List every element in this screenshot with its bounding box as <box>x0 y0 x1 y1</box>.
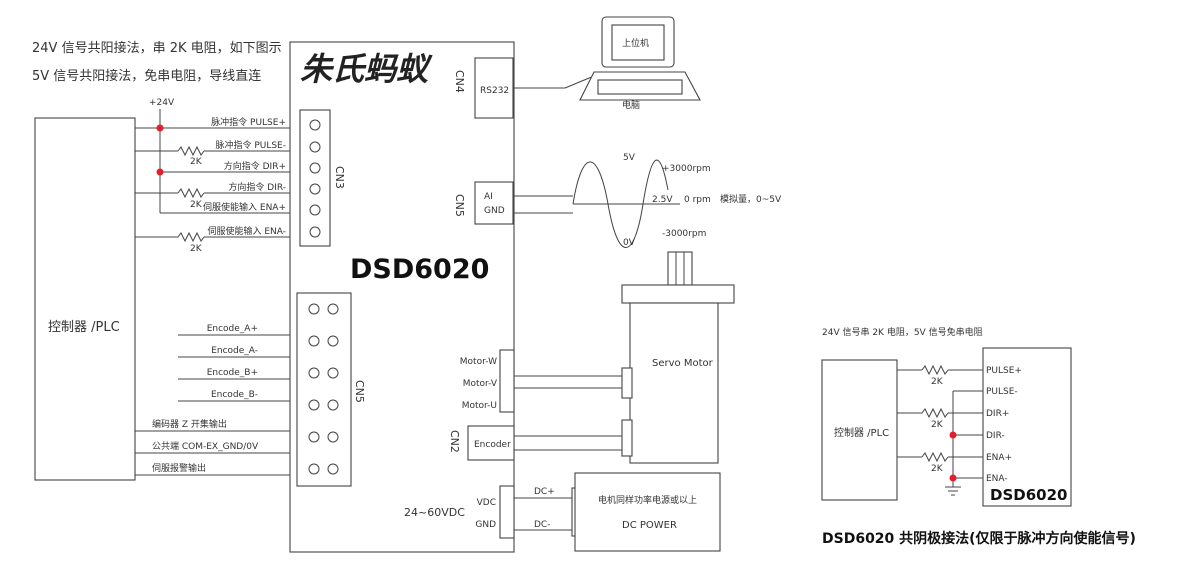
junction-dot <box>156 124 164 132</box>
cn3-signal-label: 脉冲指令 PULSE- <box>215 139 286 151</box>
pc-label: 电脑 <box>622 99 640 111</box>
inset-caption: DSD6020 共阴极接法(仅限于脉冲方向使能信号) <box>822 530 1136 547</box>
cn3-pins <box>309 119 321 238</box>
analog-pin-ai: AI <box>484 192 493 202</box>
inset-controller-box <box>821 359 898 501</box>
cn5-encoder-name: CN5 <box>353 380 366 403</box>
cn5-encoder-pins <box>308 303 339 475</box>
motor-phase-label: Motor-V <box>463 379 498 389</box>
controller-box <box>34 117 136 481</box>
dc-plus-label: DC+ <box>534 487 555 497</box>
note-5v: 5V 信号共阳接法，免串电阻，导线直连 <box>32 68 261 84</box>
note-24v: 24V 信号共阳接法，串 2K 电阻，如下图示 <box>32 40 282 56</box>
motor-phase-label: Motor-W <box>460 357 497 367</box>
junction-dot <box>949 474 957 482</box>
resistor-label: 2K <box>190 200 203 210</box>
power-label: DC POWER <box>622 520 677 531</box>
gnd-label: GND <box>475 520 496 530</box>
voltage-mid-label: 2.5V <box>652 195 673 205</box>
analog-range-label: 模拟量，0~5V <box>720 193 782 205</box>
cn5-encoder-wiring <box>135 334 290 476</box>
cn3-name: CN3 <box>333 166 346 189</box>
inset-note: 24V 信号串 2K 电阻，5V 信号免串电阻 <box>822 326 983 338</box>
cn3-wiring <box>135 124 290 243</box>
cn2-connector <box>467 425 515 461</box>
voltage-high-label: 5V <box>623 153 636 163</box>
analog-sine-wave <box>572 159 669 248</box>
inset-controller-label: 控制器 /PLC <box>834 426 889 439</box>
brand-logo: 朱氏蚂蚁 <box>300 50 433 88</box>
supply-label: +24V <box>149 98 175 108</box>
inset-wiring <box>897 364 983 496</box>
cn2-label: Encoder <box>474 440 511 450</box>
cn5-encoder-connector <box>296 292 352 487</box>
inset-driver-model: DSD6020 <box>990 486 1067 504</box>
cn4-port-label: RS232 <box>480 86 509 96</box>
inset-resistor-label: 2K <box>931 377 944 387</box>
inset-signal-label: DIR+ <box>986 409 1009 419</box>
inset-resistor-label: 2K <box>931 464 944 474</box>
vdc-label: VDC <box>477 498 496 508</box>
resistor-label: 2K <box>190 244 203 254</box>
rs232-cable <box>564 75 595 89</box>
analog-pin-gnd: GND <box>484 206 505 216</box>
motor-label: Servo Motor <box>652 358 714 369</box>
rpm-mid-label: 0 rpm <box>684 195 711 205</box>
rpm-low-label: -3000rpm <box>662 229 706 239</box>
junction-dot <box>949 431 957 439</box>
resistor-label: 2K <box>190 157 203 167</box>
voltage-range-label: 24~60VDC <box>404 506 465 519</box>
laptop-icon <box>579 16 701 101</box>
inset-signal-label: PULSE+ <box>986 366 1022 376</box>
encoder-signal-label: Encode_A+ <box>207 324 258 334</box>
encoder-signal-label: Encode_B+ <box>207 368 258 378</box>
cn3-signal-label: 方向指令 DIR- <box>228 181 286 193</box>
inset-signal-label: ENA- <box>986 474 1008 484</box>
inset-signal-label: DIR- <box>986 431 1005 441</box>
cn3-signal-label: 伺服使能输入 ENA+ <box>203 201 286 213</box>
servo-motor <box>621 251 735 464</box>
junction-dot <box>156 168 164 176</box>
cn3-connector <box>299 109 331 247</box>
cn5-analog-connector <box>474 181 514 225</box>
encoder-signal-label: 编码器 Z 开集输出 <box>152 418 227 430</box>
rpm-high-label: +3000rpm <box>662 164 711 174</box>
power-supply-box <box>574 472 721 552</box>
power-desc: 电机同样功率电源或以上 <box>598 494 697 506</box>
inset-signal-label: ENA+ <box>986 453 1012 463</box>
cn3-signal-label: 脉冲指令 PULSE+ <box>211 116 286 128</box>
controller-label: 控制器 /PLC <box>48 320 120 335</box>
motor-terminal-block <box>499 349 515 413</box>
voltage-low-label: 0V <box>623 238 636 248</box>
inset-resistor-label: 2K <box>931 420 944 430</box>
cn2-name: CN2 <box>448 430 461 453</box>
inset-driver-box <box>982 347 1072 507</box>
cn5-analog-name: CN5 <box>453 194 466 217</box>
pc-screen-label: 上位机 <box>622 37 649 49</box>
encoder-signal-label: 公共端 COM-EX_GND/0V <box>152 440 259 452</box>
motor-phase-label: Motor-U <box>462 401 497 411</box>
inset-signal-label: PULSE- <box>986 387 1018 397</box>
cn3-signal-label: 方向指令 DIR+ <box>224 160 286 172</box>
encoder-signal-label: Encode_B- <box>211 390 258 400</box>
driver-model: DSD6020 <box>350 254 489 285</box>
encoder-signal-label: Encode_A- <box>211 346 258 356</box>
dc-minus-label: DC- <box>534 520 550 530</box>
cn4-name: CN4 <box>453 70 466 93</box>
encoder-signal-label: 伺服报警输出 <box>152 462 206 474</box>
cn4-connector <box>474 57 514 119</box>
cn3-signal-label: 伺服使能输入 ENA- <box>208 225 287 237</box>
power-terminal <box>499 485 515 539</box>
